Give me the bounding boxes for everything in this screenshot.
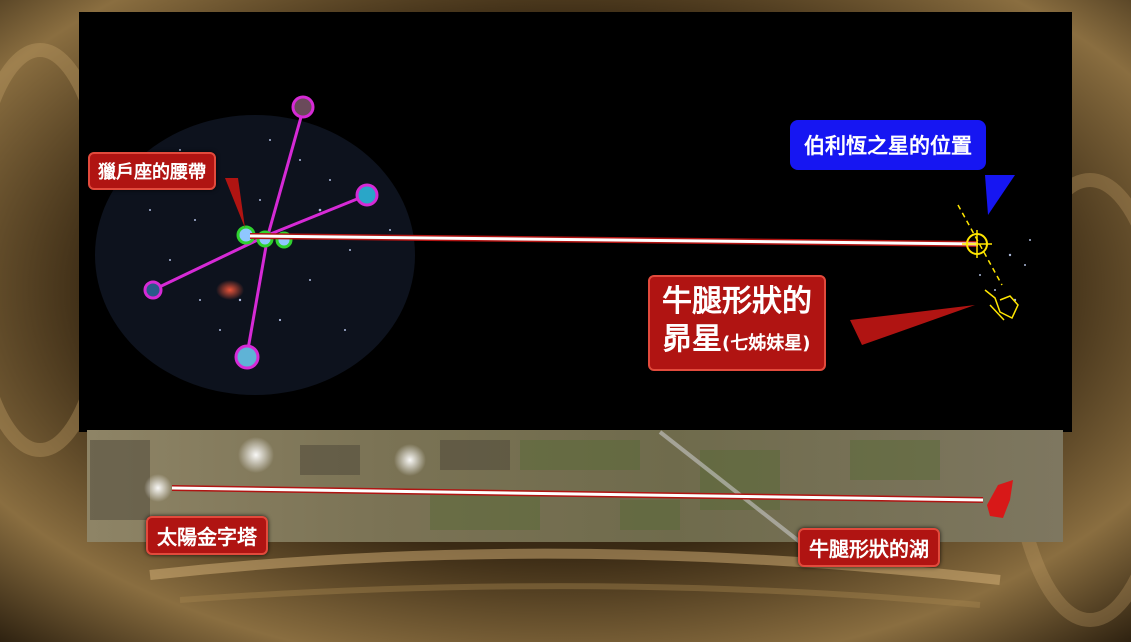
ground-alignment-line	[171, 486, 984, 502]
pleiades-callout-pointer	[850, 305, 975, 345]
pleiades-label: 牛腿形狀的 昴星(七姊妹星)	[648, 275, 826, 371]
bethlehem-star-label: 伯利恆之星的位置	[790, 120, 986, 170]
pleiades-outline	[984, 289, 1019, 321]
pyramid-of-sun-text: 太陽金字塔	[157, 525, 257, 549]
pleiades-line1: 牛腿形狀的	[662, 284, 812, 319]
orion-constellation-lines	[152, 109, 368, 356]
sun-pyramid	[144, 474, 172, 502]
bethlehem-star-text: 伯利恆之星的位置	[804, 134, 972, 158]
ox-leg-lake-label: 牛腿形狀的湖	[798, 528, 940, 567]
orion-nebula	[216, 280, 244, 300]
moon-pyramid	[238, 437, 274, 473]
orion-belt-text: 獵戶座的腰帶	[98, 162, 206, 183]
pyramid-of-sun-label: 太陽金字塔	[146, 516, 268, 555]
ox-leg-lake-text: 牛腿形狀的湖	[809, 537, 929, 561]
bethlehem-star-marker	[957, 204, 1003, 286]
orion-belt-label: 獵戶座的腰帶	[88, 152, 216, 190]
orion-stars	[143, 95, 379, 370]
blue-callout-pointer	[985, 175, 1015, 215]
pleiades-main: 昴星	[662, 322, 722, 357]
pleiades-paren: (七姊妹星)	[722, 333, 811, 354]
sky-alignment-line	[249, 234, 979, 246]
belt-callout-pointer	[225, 178, 245, 228]
ox-leg-lake-shape	[987, 480, 1013, 518]
pleiades-line2: 昴星(七姊妹星)	[662, 321, 812, 363]
temple-site	[394, 444, 426, 476]
